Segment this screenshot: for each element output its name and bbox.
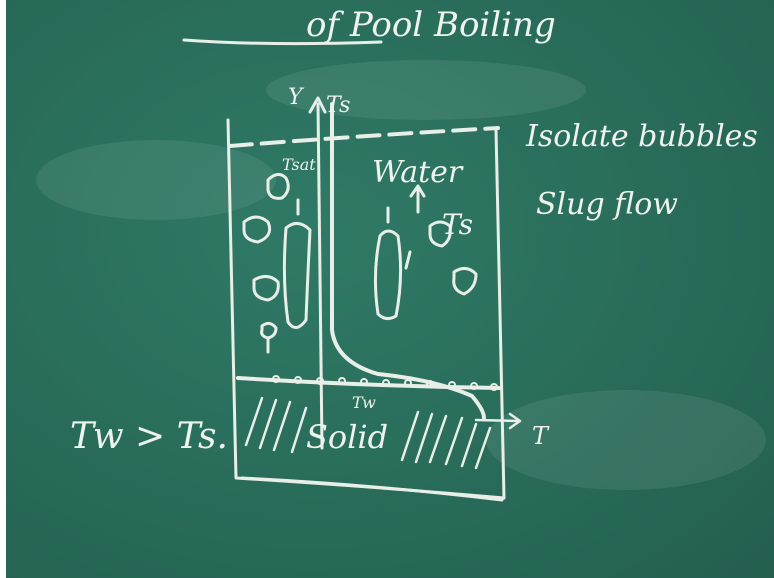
left-bubbles xyxy=(242,173,312,354)
label-solid: Solid xyxy=(306,418,388,456)
label-t-axis: T xyxy=(532,422,550,450)
condition-text: Tw > Ts. xyxy=(70,416,228,457)
label-tsat: Tsat xyxy=(282,155,316,174)
container-bottom xyxy=(240,476,504,502)
label-tw: Tw xyxy=(352,393,376,412)
chalk-drawing: of Pool Boiling xyxy=(36,5,766,502)
label-water: Water xyxy=(372,155,464,190)
solid-hatching xyxy=(244,396,492,470)
label-ts-right: Ts xyxy=(442,208,473,241)
chalkboard: of Pool Boiling xyxy=(6,0,774,578)
note-slug-flow: Slug flow xyxy=(536,187,678,222)
board-title: of Pool Boiling xyxy=(306,5,556,45)
chalk-smudges xyxy=(36,60,766,490)
y-axis-line xyxy=(316,102,324,450)
t-axis-arrow xyxy=(508,412,522,430)
title-underline xyxy=(182,38,383,46)
right-bubbles xyxy=(373,184,478,321)
y-axis-arrow xyxy=(308,96,327,114)
label-y: Y xyxy=(288,85,305,110)
note-isolated-bubbles: Isolate bubbles xyxy=(525,119,758,154)
label-ts-top: Ts xyxy=(326,93,350,118)
surface-bubbles xyxy=(272,375,498,391)
liquid-surface xyxy=(228,126,500,148)
temperature-profile xyxy=(330,102,486,420)
solid-surface xyxy=(236,376,502,390)
t-axis-line xyxy=(474,418,520,423)
